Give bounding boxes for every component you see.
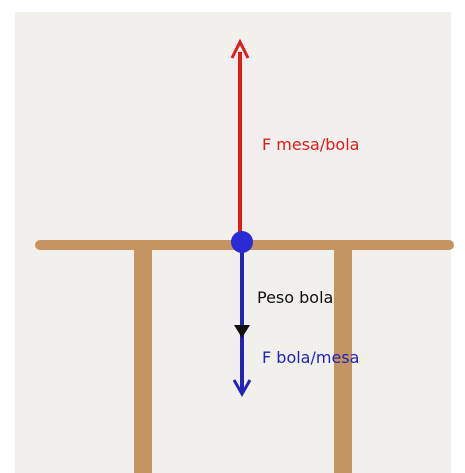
force-ball-on-table-label: F bola/mesa [262,348,359,367]
ball-weight-label: Peso bola [257,288,333,307]
force-table-on-ball-arrow [230,38,250,242]
force-ball-on-table-arrow [232,244,252,398]
force-table-on-ball-label: F mesa/bola [262,135,359,154]
table [35,240,454,473]
ball-weight-arrowhead [234,325,250,338]
ball [231,231,253,253]
